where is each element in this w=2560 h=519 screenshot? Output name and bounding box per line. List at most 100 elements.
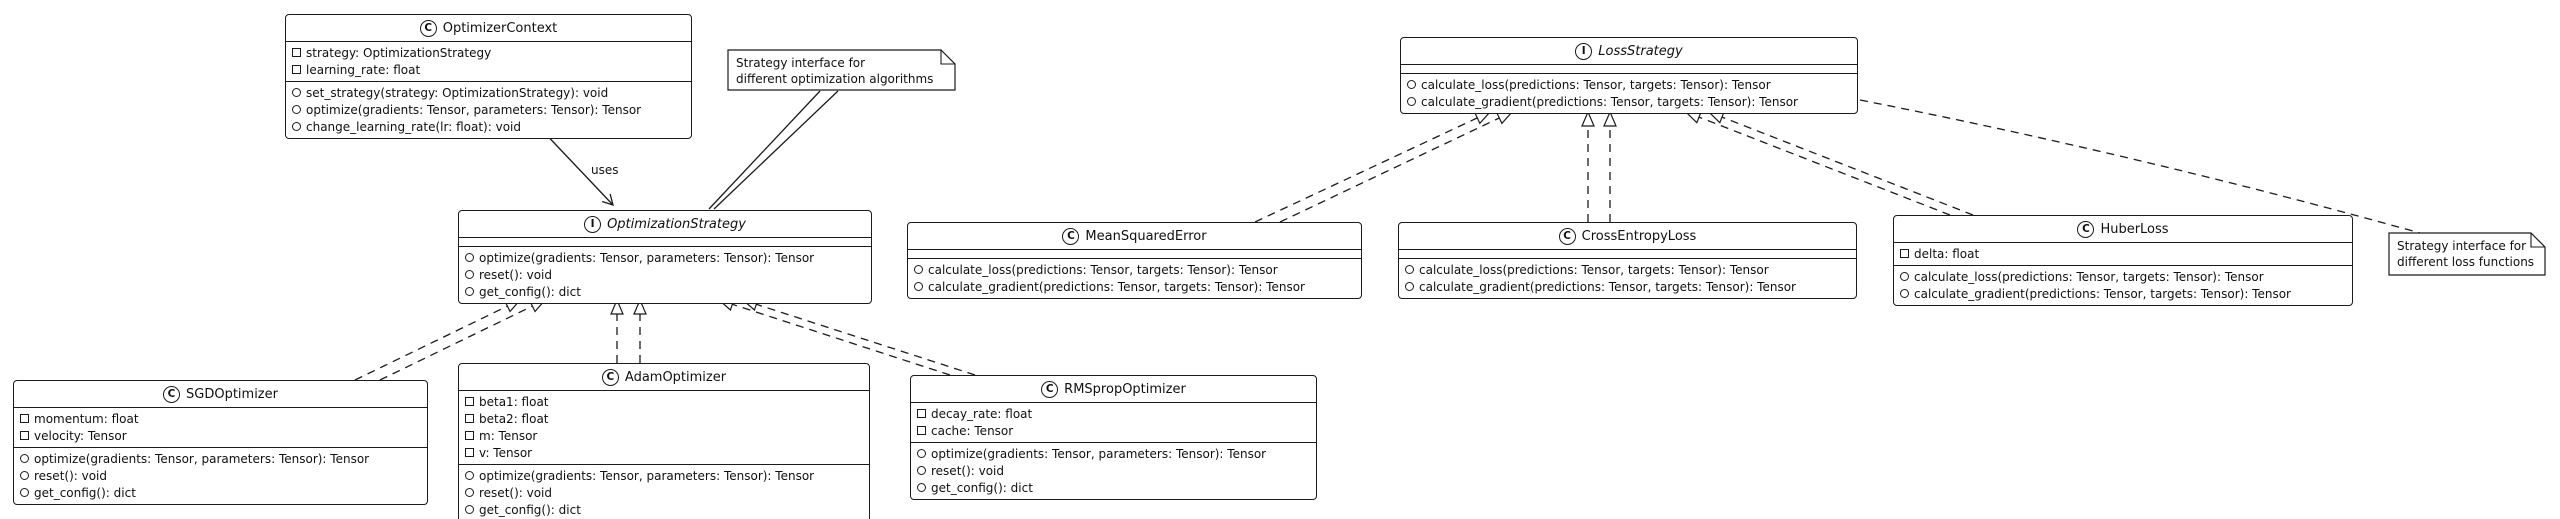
methods-compartment: set_strategy(strategy: OptimizationStrat…	[286, 82, 691, 138]
method-text: calculate_loss(predictions: Tensor, targ…	[1421, 77, 1771, 92]
methods-compartment: calculate_loss(predictions: Tensor, targ…	[908, 259, 1361, 298]
attribute-text: beta1: float	[479, 394, 549, 409]
method-text: optimize(gradients: Tensor, parameters: …	[34, 451, 370, 466]
class-optimization-strategy: I OptimizationStrategy optimize(gradient…	[458, 210, 872, 304]
attribute-text: cache: Tensor	[931, 423, 1014, 438]
class-title: I OptimizationStrategy	[459, 211, 871, 238]
class-name: CrossEntropyLoss	[1581, 228, 1697, 244]
attributes-compartment	[1399, 250, 1856, 259]
note-loss: Strategy interface for different loss fu…	[2397, 238, 2534, 270]
attribute-text: v: Tensor	[479, 445, 533, 460]
method-row: reset(): void	[14, 467, 427, 484]
attribute-row: v: Tensor	[459, 444, 869, 461]
method-text: optimize(gradients: Tensor, parameters: …	[306, 102, 642, 117]
method-row: set_strategy(strategy: OptimizationStrat…	[286, 84, 691, 101]
method-row: get_config(): dict	[459, 501, 869, 518]
method-bullet-icon	[914, 282, 923, 291]
realization-mse-1	[1254, 118, 1477, 223]
class-name: OptimizerContext	[442, 20, 558, 36]
method-row: calculate_gradient(predictions: Tensor, …	[1399, 278, 1856, 295]
class-rmsprop-optimizer: C RMSpropOptimizer decay_rate: float cach…	[910, 375, 1317, 500]
attribute-text: strategy: OptimizationStrategy	[306, 45, 492, 60]
method-row: reset(): void	[459, 266, 871, 283]
class-title: C CrossEntropyLoss	[1399, 223, 1856, 250]
attributes-compartment: decay_rate: float cache: Tensor	[911, 403, 1316, 443]
realization-huber-2	[1722, 117, 1974, 216]
class-title: C SGDOptimizer	[14, 381, 427, 408]
method-bullet-icon	[465, 287, 474, 296]
method-row: get_config(): dict	[459, 283, 871, 300]
attribute-text: delta: float	[1914, 246, 1980, 261]
method-text: calculate_loss(predictions: Tensor, targ…	[928, 262, 1278, 277]
method-row: calculate_gradient(predictions: Tensor, …	[1894, 285, 2352, 302]
method-text: set_strategy(strategy: OptimizationStrat…	[306, 85, 609, 100]
class-loss-strategy: I LossStrategy calculate_loss(prediction…	[1400, 37, 1858, 114]
attribute-row: momentum: float	[14, 410, 427, 427]
method-bullet-icon	[917, 466, 926, 475]
method-text: calculate_gradient(predictions: Tensor, …	[928, 279, 1305, 294]
attribute-bullet-icon	[1900, 249, 1909, 258]
method-text: get_config(): dict	[34, 485, 136, 500]
method-text: optimize(gradients: Tensor, parameters: …	[479, 250, 815, 265]
uses-label: uses	[591, 163, 619, 177]
method-bullet-icon	[914, 265, 923, 274]
attribute-bullet-icon	[465, 431, 474, 440]
methods-compartment: optimize(gradients: Tensor, parameters: …	[459, 247, 871, 303]
method-text: optimize(gradients: Tensor, parameters: …	[931, 446, 1267, 461]
method-row: optimize(gradients: Tensor, parameters: …	[911, 445, 1316, 462]
attribute-text: m: Tensor	[479, 428, 538, 443]
class-name: SGDOptimizer	[186, 386, 278, 402]
attribute-row: beta2: float	[459, 410, 869, 427]
method-text: reset(): void	[34, 468, 108, 483]
class-name: LossStrategy	[1598, 43, 1683, 59]
interface-icon: I	[584, 215, 602, 233]
attribute-text: velocity: Tensor	[34, 428, 127, 443]
class-title: I LossStrategy	[1401, 38, 1857, 65]
attribute-row: velocity: Tensor	[14, 427, 427, 444]
attribute-bullet-icon	[465, 448, 474, 457]
method-bullet-icon	[465, 488, 474, 497]
interface-icon: I	[1575, 42, 1593, 60]
method-bullet-icon	[465, 471, 474, 480]
method-text: reset(): void	[479, 267, 553, 282]
method-bullet-icon	[292, 122, 301, 131]
class-title: C RMSpropOptimizer	[911, 376, 1316, 403]
class-icon: C	[601, 368, 619, 386]
method-bullet-icon	[917, 449, 926, 458]
attributes-compartment: strategy: OptimizationStrategy learning_r…	[286, 42, 691, 82]
attribute-text: decay_rate: float	[931, 406, 1033, 421]
method-row: optimize(gradients: Tensor, parameters: …	[459, 467, 869, 484]
method-row: calculate_loss(predictions: Tensor, targ…	[908, 261, 1361, 278]
attribute-text: learning_rate: float	[306, 62, 421, 77]
attribute-bullet-icon	[292, 65, 301, 74]
note-fold-icon	[940, 50, 955, 65]
class-icon: C	[2077, 220, 2095, 238]
method-row: reset(): void	[911, 462, 1316, 479]
note-optimization-tail	[713, 90, 839, 210]
method-row: calculate_loss(predictions: Tensor, targ…	[1894, 268, 2352, 285]
attribute-row: beta1: float	[459, 393, 869, 410]
method-text: calculate_loss(predictions: Tensor, targ…	[1419, 262, 1769, 277]
attribute-bullet-icon	[465, 397, 474, 406]
class-title: C MeanSquaredError	[908, 223, 1361, 250]
attributes-compartment: delta: float	[1894, 243, 2352, 266]
note-line: Strategy interface for	[2397, 239, 2527, 253]
method-row: get_config(): dict	[14, 484, 427, 501]
class-huber-loss: C HuberLoss delta: float calculate_loss(…	[1893, 215, 2353, 306]
method-text: calculate_loss(predictions: Tensor, targ…	[1914, 269, 2264, 284]
attributes-compartment	[1401, 65, 1857, 74]
method-bullet-icon	[917, 483, 926, 492]
attributes-compartment	[908, 250, 1361, 259]
methods-compartment: optimize(gradients: Tensor, parameters: …	[911, 443, 1316, 499]
method-bullet-icon	[465, 270, 474, 279]
method-text: reset(): void	[479, 485, 553, 500]
note-line: Strategy interface for	[736, 56, 866, 70]
method-bullet-icon	[1900, 272, 1909, 281]
method-row: calculate_loss(predictions: Tensor, targ…	[1399, 261, 1856, 278]
class-optimizer-context: C OptimizerContext strategy: Optimizatio…	[285, 14, 692, 139]
class-name: MeanSquaredError	[1085, 228, 1207, 244]
class-title: C HuberLoss	[1894, 216, 2352, 243]
class-title: C AdamOptimizer	[459, 364, 869, 391]
method-text: reset(): void	[931, 463, 1005, 478]
